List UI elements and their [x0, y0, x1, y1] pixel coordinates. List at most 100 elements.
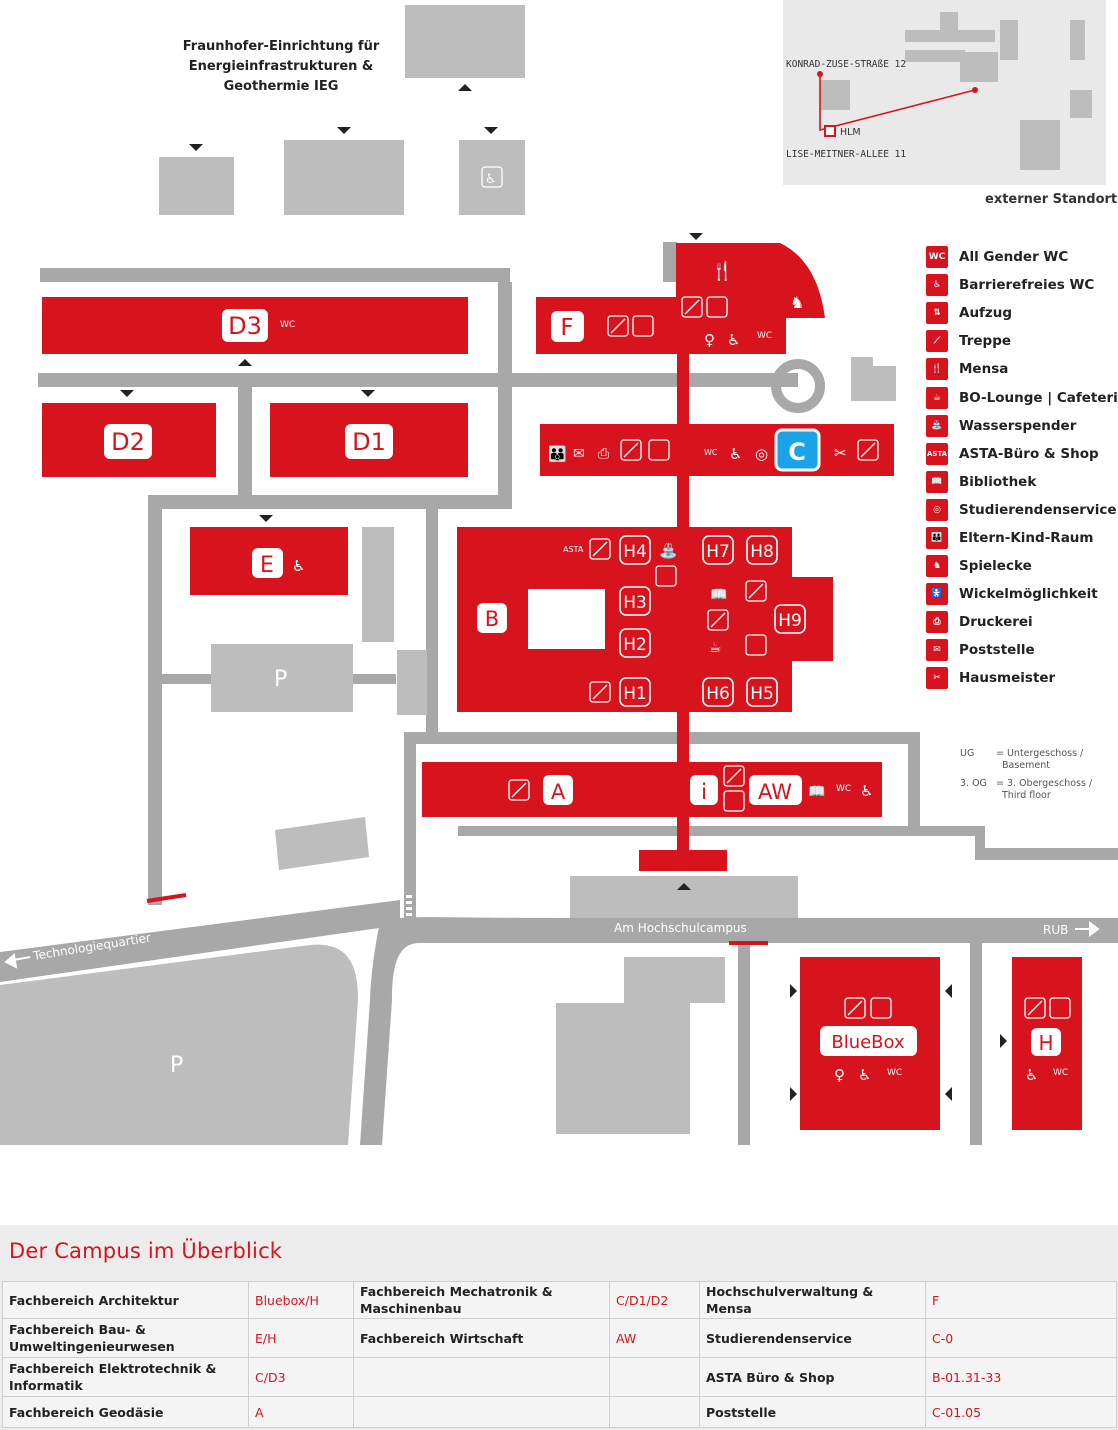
table-cell-label: Fachbereich Mechatronik & Maschinenbau: [353, 1281, 610, 1319]
stairs-icon: [620, 439, 642, 461]
spine-base: [639, 850, 727, 871]
ieg-label-line: Energieinfrastrukturen &: [188, 59, 374, 74]
label-h8: H8: [750, 542, 774, 562]
accessible-icon-glyph: ♿: [485, 172, 497, 187]
campus-map: KONRAD-ZUSE-STRAßE 12 LISE-MEITNER-ALLEE…: [0, 0, 1118, 1145]
legend-label: Treppe: [959, 333, 1012, 350]
facility-glyphs: WC WC WC WC WC WC ASTA 🍴 ♞ ♀ ♿ ♿ 👪 ✉ ⎙ ♿…: [280, 260, 1068, 1084]
building-labels: D3 D2 D1 F E C B A i AW BlueBox H: [104, 309, 1061, 1056]
road-label-campus: Am Hochschulcampus: [614, 921, 747, 935]
building-f-wing: [676, 318, 786, 354]
label-info: i: [701, 780, 707, 804]
building-a-aw-block[interactable]: [422, 762, 882, 817]
table-cell-label: ASTA Büro & Shop: [699, 1357, 926, 1397]
abbr-key: UG: [960, 748, 975, 759]
label-bluebox: BlueBox: [831, 1032, 905, 1053]
parking-large: [0, 944, 358, 1145]
barriers: [146, 893, 768, 945]
external-site-inset: KONRAD-ZUSE-STRAßE 12 LISE-MEITNER-ALLEE…: [783, 0, 1106, 185]
legend-label: Eltern-Kind-Raum: [959, 529, 1094, 546]
legend-label: Studierendenservice: [959, 501, 1117, 518]
label-h: H: [1038, 1031, 1053, 1055]
building-b-block[interactable]: [457, 527, 792, 712]
stairs-icon: [589, 681, 611, 703]
table-cell-code: C/D1/D2: [609, 1281, 700, 1319]
elevator-icon: [706, 296, 728, 318]
building-b-courtyard: [528, 589, 605, 649]
road-a-left: [404, 732, 416, 922]
abbr-key: 3. OG: [960, 778, 987, 789]
abbr-value: = Untergeschoss /: [996, 748, 1084, 759]
building-f-mensa[interactable]: [676, 243, 825, 318]
library-icon: 📖: [808, 784, 825, 800]
accessible-wc-icon: ♿: [729, 445, 742, 463]
table-cell-label: Fachbereich Architektur: [2, 1281, 249, 1319]
abbr-value: Basement: [1002, 760, 1050, 771]
play-corner-icon: ♞: [926, 555, 948, 578]
caretaker-icon: ✂: [834, 444, 847, 462]
gray-building-small-2: [864, 366, 896, 401]
table-cell-code: C-01.05: [925, 1396, 1117, 1428]
external-site-label: externer Standort: [985, 192, 1118, 207]
legend-item: ASTA ASTA-Büro & Shop: [926, 440, 1118, 468]
road-a-right: [908, 732, 920, 827]
accessible-wc-icon: ♿: [292, 557, 305, 575]
elevator-icon: [723, 790, 745, 812]
building-c-block[interactable]: [540, 424, 894, 476]
parking-label: P: [274, 667, 287, 692]
inset-street-top: KONRAD-ZUSE-STRAßE 12: [786, 59, 906, 70]
stairs-icon: [723, 765, 745, 787]
road-top: [40, 268, 510, 282]
accessible-wc-icon: ♿: [926, 274, 948, 297]
label-h4: H4: [623, 542, 647, 562]
table-cell-label: Fachbereich Geodäsie: [2, 1396, 249, 1428]
stairs-icon: [681, 296, 703, 318]
ieg-building-3: [284, 140, 404, 215]
asta-icon: ASTA: [926, 442, 948, 465]
label-c[interactable]: C: [788, 438, 806, 466]
post-office-icon: ✉: [926, 639, 948, 662]
legend-label: Barrierefreies WC: [959, 277, 1095, 294]
road-left-vertical: [148, 495, 162, 905]
ieg-building-1: [405, 5, 525, 78]
elevator-icon: [870, 997, 892, 1019]
print-shop-icon: ⎙: [926, 611, 948, 634]
stairs-icon: ⟋: [926, 330, 948, 353]
label-b: B: [485, 607, 499, 631]
wc-icon: WC: [887, 1068, 902, 1078]
elevator-icon: [632, 315, 654, 337]
legend-label: ASTA-Büro & Shop: [959, 445, 1099, 462]
table-cell-label: Poststelle: [699, 1396, 926, 1428]
label-h7: H7: [706, 542, 730, 562]
facility-icons: [508, 296, 1071, 1019]
table-cell-label: Studierendenservice: [699, 1318, 926, 1358]
road-mid-vertical: [498, 282, 512, 497]
road-right-horizontal: [975, 848, 1118, 860]
legend-label: Aufzug: [959, 305, 1013, 322]
road-b-left: [426, 507, 438, 742]
parking-label-large: P: [170, 1053, 183, 1078]
wc-icon: WC: [1053, 1068, 1068, 1078]
road-bluebox-right: [970, 940, 982, 1145]
student-service-icon: ◎: [926, 498, 948, 521]
legend-item: 📖Bibliothek: [926, 468, 1118, 496]
legend-item: ☕BO-Lounge | Cafeteria: [926, 383, 1118, 411]
stairs-icon: [1024, 997, 1046, 1019]
wc-icon: WC: [704, 448, 718, 457]
legend-item: ◎ Studierendenservice: [926, 496, 1118, 524]
abbr-row: 3. OG = 3. Obergeschoss /Third floor: [960, 778, 1092, 802]
table-cell-label: [353, 1396, 610, 1428]
play-corner-icon: ♞: [790, 293, 804, 312]
legend-label: Wickelmöglichkeit: [959, 586, 1098, 603]
label-h5: H5: [750, 684, 774, 704]
label-h9: H9: [778, 611, 802, 631]
table-cell-label: Fachbereich Elektrotechnik & Informatik: [2, 1357, 249, 1397]
road-roundabout: [771, 359, 825, 413]
legend-label: Mensa: [959, 361, 1009, 378]
table-cell-label: Hochschulverwaltung & Mensa: [699, 1281, 926, 1319]
road-d-horizontal: [148, 495, 512, 509]
legend-item: ⎙Druckerei: [926, 608, 1118, 636]
label-h2: H2: [623, 635, 647, 655]
label-h1: H1: [623, 684, 647, 704]
